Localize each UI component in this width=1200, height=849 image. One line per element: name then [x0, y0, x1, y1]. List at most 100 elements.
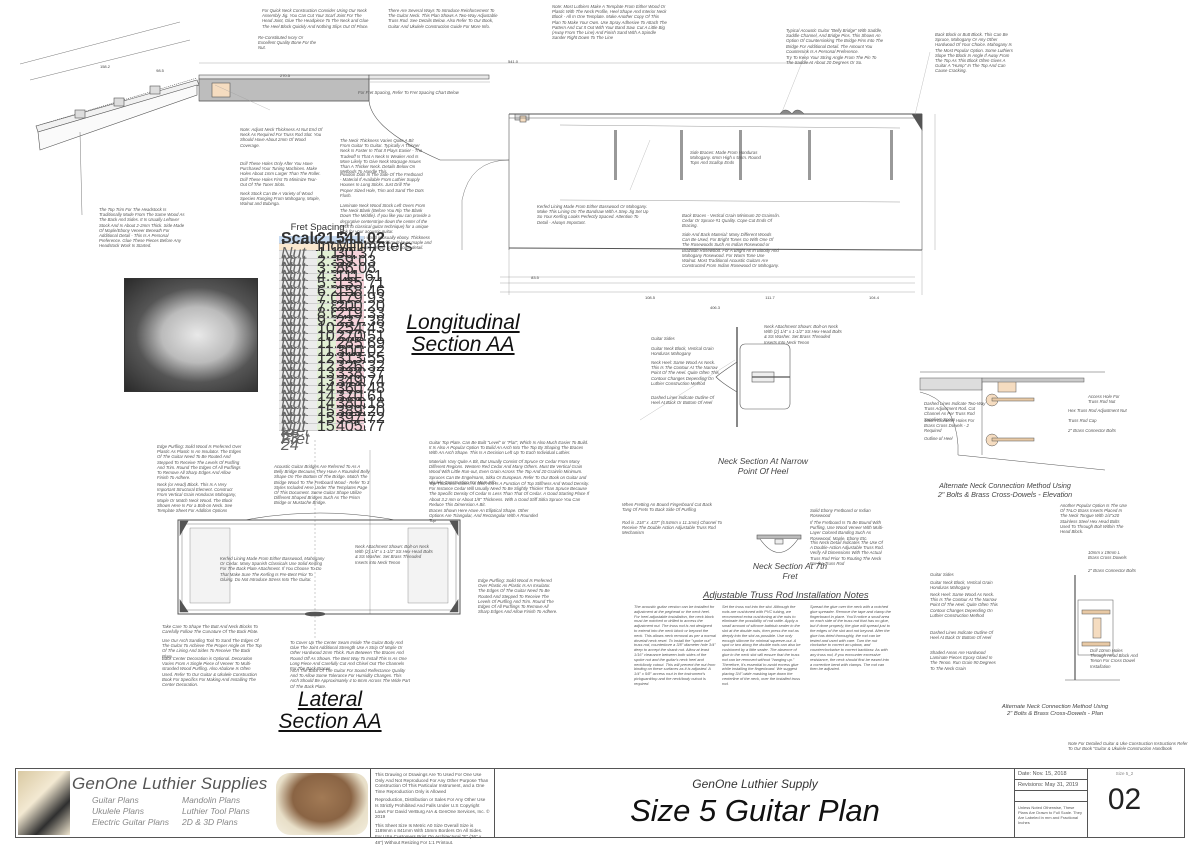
note-cross-dowels: 10mm Diameter Holes For Brass Cross Dowe…: [924, 418, 975, 434]
neck-7th-section: [756, 534, 802, 553]
note-side-back: Side And Back Material: Many Different W…: [682, 232, 779, 269]
note-quick-neck: For Quick Neck Construction Consider Usi…: [262, 8, 369, 29]
book-note: Note For Detailed Guitar & Uke Construct…: [1068, 741, 1188, 752]
dim-headstock-total: 158.2: [99, 64, 110, 69]
company-subtitle: GenOne Luthier Supply: [692, 777, 818, 791]
note-edge-purfling-left: Edge Purfling: Solid Wood Is Preferred O…: [157, 444, 242, 481]
note-guitar-sides-plan: Guitar Sides: [930, 572, 954, 577]
headstock-drawing: [19, 21, 200, 216]
blank-field: [1015, 791, 1087, 802]
note-brass-connector: 2" Brass Connector Bolts: [1088, 568, 1136, 573]
product-list-left: Guitar Plans Ukulele Plans Electric Guit…: [92, 795, 169, 827]
note-ebony-fb: Solid Ebony Fretboard or Indian Rosewood: [810, 508, 871, 519]
note-top-thickness: Top Thickness Varies As Well And Is A Fu…: [429, 481, 590, 507]
note-dashed-heel-plan: Dashed Lines Indicate Outline Of Heel At…: [930, 630, 994, 641]
fret-table-row: Nut to Fret 77.084179.93: [279, 291, 385, 325]
legal-cell: This Drawing or Drawings Are To Used For…: [371, 769, 495, 845]
fret-spacing-table: Scale Length = 21.3 541.02 Inches Millim…: [279, 231, 412, 453]
note-neck-heel-plan: Neck Heel: Same Wood As Neck. This Is Th…: [930, 592, 998, 618]
sheet-code: Size 5_2: [1115, 771, 1134, 776]
note-position-dots: Position Dots In The Side Of The Fretboa…: [340, 172, 424, 198]
lateral-section: [177, 440, 461, 640]
neck-heel-section: [715, 327, 791, 427]
product-list-right: Mandolin Plans Luthier Tool Plans 2D & 3…: [182, 795, 250, 827]
note-back-center: Back Center Decoration is Optional. Deco…: [162, 656, 257, 688]
note-materials: Materials Vary Quite A Bit, But Usually …: [429, 459, 587, 485]
alt-elevation-caption: Alternate Neck Connection Method Using 2…: [937, 481, 1073, 499]
truss-rod-column-2: Set the truss rod into the slot. Althoug…: [722, 604, 801, 686]
date-cell: Date: Nov. 15, 2018 Revisions: May 31, 2…: [1015, 769, 1088, 837]
title-block: GenOne Luthier Supplies Guitar Plans Uku…: [15, 768, 1185, 845]
note-heel-outline: Outline of Heel: [924, 436, 953, 441]
note-bridges: Acoustic Guitar Bridges Are Referred To …: [274, 464, 370, 506]
note-neck-heel: Neck Heel: Same Wood As Neck. This Is Th…: [651, 360, 719, 386]
dim-body-3: 111.7: [765, 295, 775, 300]
dim-body-total: 406.3: [709, 305, 720, 310]
note-kerfed: Kerfed Lining Made From Either Basswood …: [537, 204, 649, 225]
note-drill-holes: Drill 10mm Holes Through Head Block And …: [1090, 648, 1138, 669]
note-neck-attach-heel: Neck Attachment Shown: Bolt-on Neck With…: [764, 324, 842, 345]
note-hex-nut: Hex Truss Rod Adjustment Nut: [1068, 408, 1127, 413]
longitudinal-section-title: Longitudinal Section AA: [406, 311, 520, 357]
note-top-plate: Guitar Top Plate. Can Be Built "Level" o…: [429, 440, 589, 456]
brand-name: GenOne Luthier Supplies: [72, 774, 268, 793]
neck-7th-caption: Neck Section At 7th Fret: [752, 561, 828, 582]
note-tuner-holes: Drill These Holes Only After You Have Pu…: [240, 161, 321, 187]
guitar-photo-left: [18, 771, 70, 835]
note-brass-bolts: 2" Brass Connector Bolts: [1068, 428, 1116, 433]
note-shaded-areas: Shaded Areas Are Hardwood Laminate Piece…: [930, 650, 996, 671]
note-neck-thickness-nut: Note: Adjust Neck Thickness At Nut End O…: [240, 127, 323, 148]
dim-scale-length: 541.0: [507, 59, 518, 64]
note-alt-option: Another Popular Option Is The Use Of TAL…: [1060, 503, 1127, 535]
note-kerfed-lateral: Kerfed Lining Made From Either Basswood,…: [220, 556, 325, 582]
revisions-field: Revisions: May 31, 2019: [1015, 780, 1087, 791]
note-edge-purfling-right: Edge Purfling: Solid Wood Is Preferred O…: [478, 578, 558, 615]
note-fretboard-tang: When Fretting An Bound Fingerboard Cut B…: [622, 502, 712, 513]
note-heel-trim: Heel trim cap wood is usually ebony. Thi…: [340, 235, 432, 251]
note-brass-dowels: 10mm x 19mm L Brass Cross Dowels: [1088, 550, 1127, 561]
fret-cell-mm: 405.77: [336, 417, 385, 435]
fret-cell-in: 15.975: [317, 419, 366, 433]
note-neck-attach: Neck Attachment Shown: Bolt-on Neck With…: [355, 544, 433, 565]
dim-headstock-98: 98.5: [156, 68, 164, 73]
note-guitar-sides: Guitar Sides: [651, 336, 675, 341]
note-side-braces: Side Braces: Made From Honduras Mahogany…: [690, 150, 761, 166]
dimension-lines: [199, 62, 936, 295]
note-fb-bound: If The Fretboard Is To Be Bound With Pur…: [810, 520, 884, 541]
note-guitar-neck-block: Guitar Neck Block, Vertical Grain Hondur…: [651, 346, 714, 357]
note-arch-back: Arch The Back Of The Guitar For Sound Re…: [290, 668, 411, 689]
logo-cell: GenOne Luthier Supplies Guitar Plans Uku…: [16, 769, 371, 837]
note-top-trim: The Top Trim For The Headstock Is Tradit…: [99, 207, 185, 249]
alt-plan-drawing: [1065, 575, 1120, 681]
sheet-number-cell: Size 5_2 02: [1088, 769, 1161, 837]
dim-body-2: 108.5: [644, 295, 655, 300]
dim-neck-length: 270.5: [279, 73, 290, 78]
note-neck-stock: Neck Stock Can Be A Variety of Wood Spec…: [240, 191, 320, 207]
sheet-number: 02: [1107, 783, 1142, 816]
fret-cell-label: Nut to Fret 24: [279, 419, 317, 453]
fret-table-row: Nut to Fret 2415.975405.77: [279, 417, 385, 453]
truss-rod-column-1: The acoustic guitar version can be insta…: [634, 604, 716, 686]
note-template: Note: Most Luthiers Make A Template From…: [552, 4, 667, 41]
neck-heel-caption: Neck Section At Narrow Point Of Heel: [718, 456, 808, 477]
note-butt-neck-blocks: Take Care To Shape The Butt And Neck Blo…: [162, 624, 259, 635]
note-center-seam: To Cover Up The Center Seam Inside The G…: [290, 640, 407, 672]
truss-rod-column-3: Spread the glue over the neck with a not…: [810, 604, 891, 672]
scale-note: Unless Noted Otherwise, These Plans Are …: [1018, 805, 1082, 825]
note-butt-block: Back Block or Butt Block. This Can Be Sp…: [935, 32, 1013, 74]
note-two-way: Dashed Lines Indicate Two-Way Truss Adju…: [924, 401, 986, 422]
note-back-braces: Back Braces - Vertical Grain Minimum 20 …: [682, 213, 780, 229]
title-cell: GenOne Luthier Supply Size 5 Guitar Plan: [495, 769, 1015, 837]
note-dashed-truss: This Neck Detail Indicates The Use Of A …: [810, 540, 884, 566]
note-dashed-heel: Dashed Lines Indicate Outline Of Heel At…: [651, 395, 715, 406]
fret-spacing-title: Fret Spacing21.3: [290, 222, 353, 234]
guitar-body-photo: [124, 278, 258, 392]
note-rod-size: Rod is .218" x .437" (5.54mm x 11.1mm) C…: [622, 520, 723, 536]
note-neck-block: Neck (or Head) Block. This Is A Very Imp…: [157, 482, 237, 514]
note-laminate: Laminate Neck Wood Stock Left Overs From…: [340, 203, 431, 235]
dim-body-4: 104.4: [868, 295, 879, 300]
plan-title: Size 5 Guitar Plan: [630, 793, 880, 828]
note-string-angle: Try To Keep Your String Angle From The P…: [786, 55, 877, 66]
